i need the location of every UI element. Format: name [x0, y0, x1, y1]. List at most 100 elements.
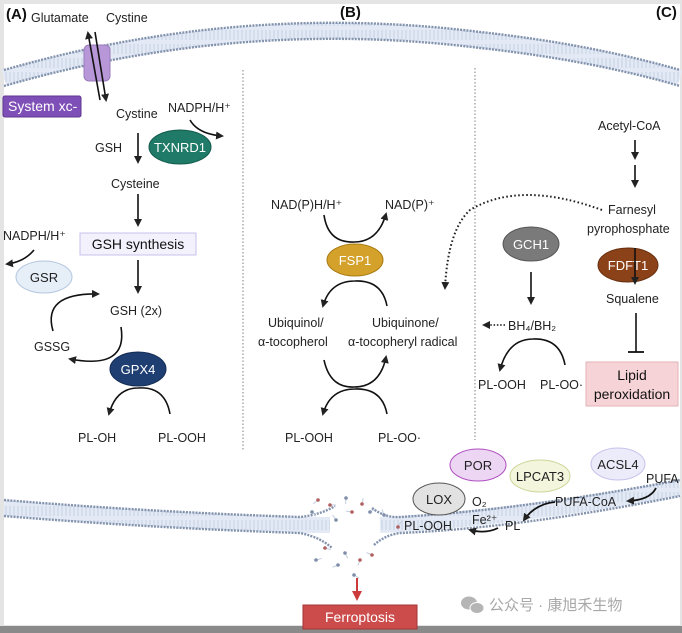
wechat-icon	[461, 596, 485, 614]
nadph-label-b: NAD(P)H/H⁺	[271, 198, 342, 212]
lipid-fragment	[314, 557, 322, 562]
ferroptosis-box	[302, 604, 418, 630]
panel-label-c: (C)	[656, 4, 677, 21]
nadp-label: NAD(P)⁺	[385, 198, 435, 212]
squalene-label: Squalene	[606, 292, 659, 306]
nadph-oxidation-arrow	[323, 212, 389, 243]
lipid-fragment	[332, 563, 340, 568]
pl-ooh-label-bottom: PL-OOH	[404, 519, 452, 533]
cysteine-label: Cysteine	[111, 177, 160, 191]
acsl4-label: ACSL4	[597, 457, 638, 472]
farnesyl-to-coq10-dotted-arrow	[441, 194, 603, 290]
gch1-enzyme	[502, 226, 560, 262]
fsp1-label: FSP1	[339, 253, 372, 268]
lipid-fragment	[357, 558, 362, 566]
pl-to-plooh-arrow	[468, 527, 499, 536]
lipid-fragment	[396, 521, 402, 529]
lipid-fragments	[310, 496, 402, 579]
pl-ooh-label-a: PL-OOH	[158, 431, 206, 445]
peroxyl-reduction-arrow-c	[497, 338, 566, 372]
pufa-coa-label: PUFA-CoA	[555, 495, 617, 509]
pl-ooh-label-c: PL-OOH	[478, 378, 526, 392]
gch1-label: GCH1	[513, 237, 549, 252]
cystine-import-arrow	[94, 31, 109, 102]
lipid-fragment	[360, 498, 364, 506]
gsr-enzyme	[15, 260, 73, 294]
pl-oo-label-c: PL-OO·	[540, 378, 583, 392]
lipid-peroxidation-box	[585, 361, 679, 407]
gpx4-label: GPX4	[121, 362, 156, 377]
peroxyl-reduction-arrow-b	[320, 388, 388, 416]
gsr-label: GSR	[30, 270, 58, 285]
watermark-text: 公众号 · 康旭禾生物	[489, 597, 622, 614]
gsh-synthesis-label: GSH synthesis	[92, 236, 185, 252]
lipid-fragment	[323, 546, 331, 551]
nadph-arrow-1	[189, 119, 224, 140]
lipid-fragment	[343, 551, 349, 559]
system-xc-label: System xc-	[8, 98, 78, 114]
lipid-fragment	[310, 510, 317, 517]
txnrd1-label: TXNRD1	[154, 140, 206, 155]
nadph-label-1: NADPH/H⁺	[168, 101, 231, 115]
acetyl-coa-label: Acetyl-CoA	[598, 119, 661, 133]
ubiquinol-label-1: Ubiquinol/	[268, 316, 324, 330]
fdft1-label: FDFT1	[608, 258, 648, 273]
o2-label: O₂	[472, 495, 487, 509]
lipid-fragment	[366, 552, 374, 557]
fsp1-enzyme	[326, 243, 384, 277]
ubiquinone-label-2: α-tocopheryl radical	[348, 335, 457, 349]
system-xc-badge	[2, 95, 82, 118]
txnrd1-enzyme	[148, 129, 212, 165]
gpx4-enzyme	[109, 351, 167, 387]
panel-label-a: (A)	[6, 6, 27, 23]
lipid-fragment	[328, 503, 336, 507]
por-enzyme	[449, 448, 507, 482]
gsh-label: GSH	[95, 141, 122, 155]
nadph-label-2: NADPH/H⁺	[3, 229, 66, 243]
nadph-arrow-2	[5, 249, 35, 268]
lipid-fragment	[352, 573, 360, 579]
gpx4-reduction-arrow	[106, 387, 171, 416]
farnesyl-label-1: Farnesyl	[608, 203, 656, 217]
lipid-fragment	[368, 508, 376, 514]
fe-label: Fe²⁺	[472, 513, 497, 527]
farnesyl-label-2: pyrophosphate	[587, 222, 670, 236]
gssg-label: GSSG	[34, 340, 70, 354]
fdft1-enzyme	[597, 247, 659, 283]
ubiquinone-label-1: Ubiquinone/	[372, 316, 439, 330]
ferroptosis-label: Ferroptosis	[325, 609, 395, 625]
gssg-to-gsh-arrow	[50, 289, 100, 332]
pl-oh-label: PL-OH	[78, 431, 116, 445]
lipid-fragment	[313, 498, 320, 505]
por-label: POR	[464, 458, 492, 473]
glutamate-export-arrow	[85, 31, 101, 101]
pufa-label: PUFA	[646, 472, 679, 486]
pl-label: PL	[505, 519, 520, 533]
lipid-fragment	[344, 496, 348, 505]
pl-oo-label-b: PL-OO·	[378, 431, 421, 445]
lox-enzyme	[412, 482, 466, 516]
lpcat3-enzyme	[509, 459, 571, 493]
bottom-membrane	[3, 478, 682, 549]
transporter-icon	[83, 44, 111, 82]
panel-label-b: (B)	[340, 4, 361, 21]
gsh-2x-label: GSH (2x)	[110, 304, 162, 318]
bh4-bh2-label: BH₄/BH₂	[508, 319, 556, 333]
lpcat3-label: LPCAT3	[516, 469, 564, 484]
lipid-label-2: peroxidation	[594, 386, 670, 402]
pl-ooh-label-b: PL-OOH	[285, 431, 333, 445]
cystine-in-label: Cystine	[116, 107, 158, 121]
acsl4-enzyme	[590, 447, 646, 481]
ubiquinone-reduction-arrow	[320, 280, 388, 308]
pufa-to-coa-arrow	[626, 487, 657, 505]
lipid-fragment	[345, 510, 354, 514]
gsh-to-gssg-arrow	[68, 326, 123, 365]
ubiquinol-oxidation-arrow	[323, 355, 389, 388]
pufa-coa-to-pl-arrow	[522, 501, 556, 522]
ubiquinol-label-2: α-tocopherol	[258, 335, 328, 349]
top-membrane	[1, 21, 682, 88]
lipid-fragment	[381, 509, 386, 517]
lipid-fragment	[332, 514, 338, 522]
glutamate-label: Glutamate	[31, 11, 89, 25]
